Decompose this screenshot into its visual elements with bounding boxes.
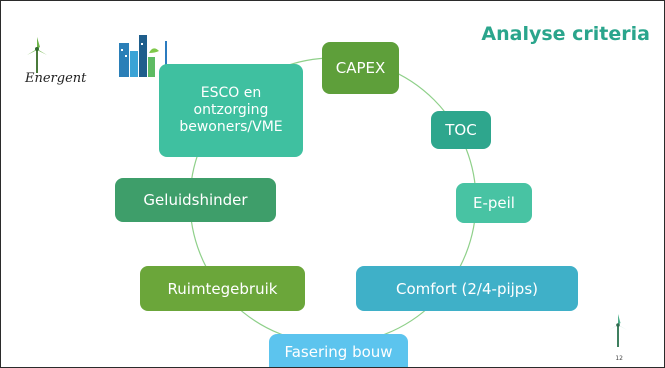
page-number: 12 xyxy=(615,355,623,362)
node-esco: ESCO en ontzorging bewoners/VME xyxy=(159,64,303,157)
node-fasering: Fasering bouw xyxy=(269,334,408,367)
node-comfort: Comfort (2/4-pijps) xyxy=(356,266,578,311)
logo-divider xyxy=(165,41,167,81)
logo-text: Energent xyxy=(25,71,87,86)
slide-title: Analyse criteria xyxy=(481,23,650,45)
node-epeil: E-peil xyxy=(456,183,532,223)
energent-logo xyxy=(27,35,159,77)
node-geluidshinder: Geluidshinder xyxy=(115,178,276,222)
node-ruimtegebruik: Ruimtegebruik xyxy=(140,266,305,311)
node-toc: TOC xyxy=(431,111,491,149)
node-capex: CAPEX xyxy=(322,42,399,94)
wind-turbine-icon xyxy=(609,314,627,347)
